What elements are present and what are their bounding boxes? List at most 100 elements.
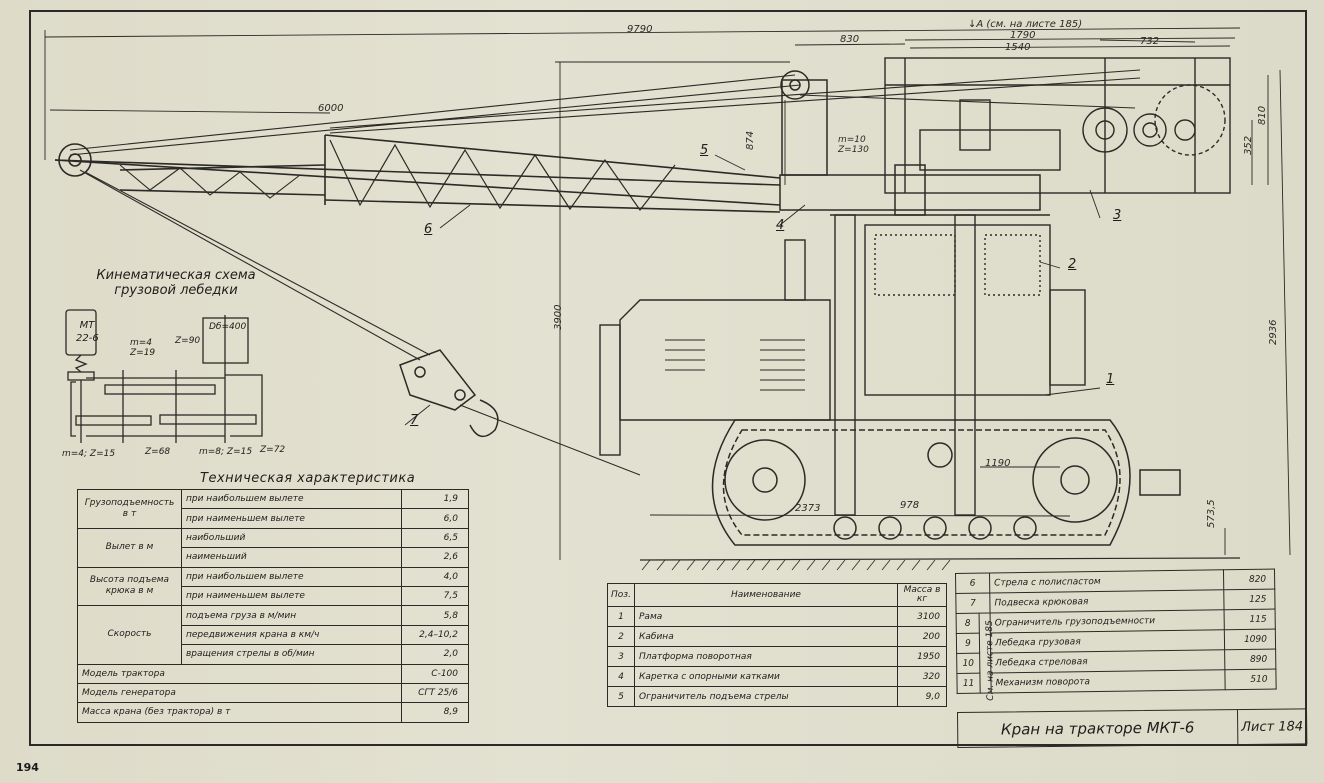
gear-z19-label: Z=19 <box>130 348 156 358</box>
part-pos: 4 <box>607 666 635 687</box>
row-value: С-100 <box>401 663 469 684</box>
part-pos: 7 <box>955 593 991 614</box>
table-row: 3 Платформа поворотная 1950 <box>607 646 947 667</box>
row-label: наибольший <box>181 527 402 549</box>
part-pos: 9 <box>956 633 980 654</box>
view-reference-text: A (см. на листе 185) <box>976 19 1083 30</box>
dim-874: 874 <box>745 130 756 150</box>
kinematic-scheme <box>65 309 263 443</box>
dim-352: 352 <box>1243 135 1254 155</box>
table-row: Скорость подъема груза в м/мин 5,8 <box>77 605 469 665</box>
part-name: Рама <box>634 606 898 627</box>
drawing-frame <box>29 10 1307 746</box>
group-capacity: Грузоподъемность в т <box>77 489 182 529</box>
part-mass: 200 <box>897 626 947 647</box>
part-pos: 5 <box>607 686 635 707</box>
part-mass: 320 <box>897 666 947 687</box>
part-pos: 10 <box>956 653 980 674</box>
table-row: 2 Кабина 200 <box>607 626 947 647</box>
row-value: 4,0 <box>401 566 469 587</box>
row-value: 2,6 <box>401 547 469 568</box>
part-mass: 890 <box>1224 649 1276 670</box>
table-row: 4 Каретка с опорными катками 320 <box>607 666 947 687</box>
row-value: 1,9 <box>401 488 469 510</box>
row-value: 6,5 <box>401 527 469 549</box>
dim-732: 732 <box>1140 36 1160 47</box>
drawing-title: Кран на тракторе МКТ-6 <box>958 710 1239 747</box>
kinematic-title-line2: грузовой лебедки <box>114 283 238 298</box>
dim-1790: 1790 <box>1010 30 1036 41</box>
table-row: Масса крана (без трактора) в т 8,9 <box>77 702 469 723</box>
kinematic-title: Кинематическая схема грузовой лебедки <box>96 268 256 298</box>
gear-module: m=10 <box>838 135 866 145</box>
part-mass: 9,0 <box>897 686 947 707</box>
dim-height-3900: 3900 <box>553 304 564 330</box>
dim-height-2936: 2936 <box>1268 319 1279 345</box>
row-value: 7,5 <box>401 585 469 607</box>
table-row: Вылет в м наибольший 6,5 <box>77 527 469 568</box>
tractor <box>599 214 1086 516</box>
parts-table-left: Поз. Наименование Масса в кг 1 Рама 3100… <box>607 583 947 707</box>
callout-6: 6 <box>424 222 433 237</box>
dim-2373: 2373 <box>795 503 821 514</box>
leader-lines <box>404 154 1101 426</box>
see-sheet-note: См. на листе 185 <box>979 613 996 701</box>
row-label: при наибольшем вылете <box>181 566 402 587</box>
callout-1: 1 <box>1106 372 1115 387</box>
table-row: Высота подъема крюка в м при наибольшем … <box>77 566 469 607</box>
row-label: подъема груза в м/мин <box>181 605 402 626</box>
dim-978: 978 <box>900 500 920 511</box>
callout-2: 2 <box>1068 257 1077 272</box>
header-pos: Поз. <box>607 583 635 607</box>
part-pos: 8 <box>956 613 980 634</box>
part-pos: 2 <box>607 626 635 647</box>
gear-m4-label: m=4 <box>130 338 153 348</box>
part-pos: 3 <box>607 646 635 667</box>
callout-3: 3 <box>1113 208 1122 223</box>
row-label: Масса крана (без трактора) в т <box>77 702 402 723</box>
part-mass: 115 <box>1224 609 1276 630</box>
part-pos: 11 <box>956 673 981 694</box>
row-label: при наибольшем вылете <box>181 488 402 510</box>
row-value: СГТ 25/6 <box>401 682 469 704</box>
hook-block <box>399 349 499 438</box>
drum-diameter-label: Dб=400 <box>209 322 247 332</box>
gear-annotation: m=10 Z=130 <box>838 135 869 155</box>
row-label: наименьший <box>181 547 402 568</box>
gear-m4-z19-label: m=4 Z=19 <box>130 338 155 358</box>
part-name: Кабина <box>634 626 898 647</box>
table-row: Грузоподъемность в т при наибольшем выле… <box>77 488 469 529</box>
winch-frame <box>884 57 1231 194</box>
dim-boom-length: 6000 <box>318 103 344 114</box>
dim-1540: 1540 <box>1005 42 1031 53</box>
dim-1190: 1190 <box>985 458 1011 469</box>
tech-table-title: Техническая характеристика <box>200 471 416 486</box>
group-speed: Скорость <box>77 605 182 665</box>
gear-z72-label: Z=72 <box>260 445 286 455</box>
row-label: Модель трактора <box>77 663 402 684</box>
title-block: Кран на тракторе МКТ-6 Лист 184 <box>957 708 1308 748</box>
parts-header-row: Поз. Наименование Масса в кг <box>607 583 947 607</box>
group-reach: Вылет в м <box>77 527 182 568</box>
kinematic-title-line1: Кинематическая схема <box>96 268 256 283</box>
crawler-track <box>711 419 1181 546</box>
dimension-lines <box>44 27 1291 560</box>
view-reference: ↓A (см. на листе 185) <box>968 19 1083 30</box>
row-value: 6,0 <box>401 508 469 529</box>
header-name: Наименование <box>634 583 898 607</box>
table-row: Модель трактора С-100 <box>77 663 469 684</box>
table-row: 1 Рама 3100 <box>607 606 947 627</box>
mast <box>779 70 1041 216</box>
part-name: Каретка с опорными катками <box>634 666 898 687</box>
part-name: Ограничитель подъема стрелы <box>634 686 898 707</box>
table-row: вращения стрелы в об/мин 2,0 <box>78 644 469 665</box>
gear-m8-z15-label: m=8; Z=15 <box>199 447 253 457</box>
part-mass: 1090 <box>1224 629 1276 650</box>
row-label: передвижения крана в км/ч <box>181 624 402 646</box>
row-value: 8,9 <box>401 702 469 723</box>
callout-4: 4 <box>776 218 785 233</box>
part-pos: 6 <box>955 573 990 594</box>
part-mass: 510 <box>1224 669 1277 690</box>
group-hook-height: Высота подъема крюка в м <box>77 566 182 607</box>
